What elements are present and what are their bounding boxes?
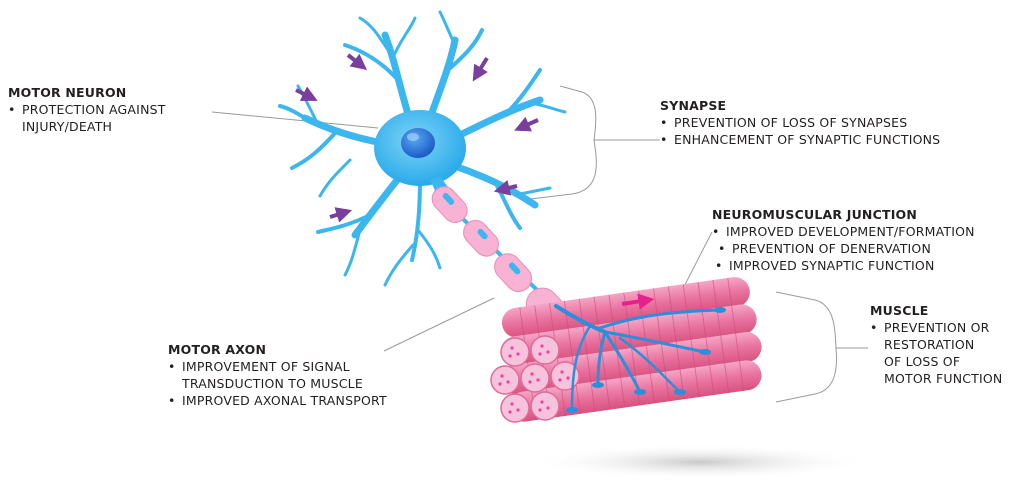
muscle-list: •PREVENTION OR RESTORATION OF LOSS OF MO… [870, 319, 1003, 387]
motor-axon-label: MOTOR AXON •IMPROVEMENT OF SIGNAL TRANSD… [168, 341, 387, 409]
list-item-continuation: TRANSDUCTION TO MUSCLE [182, 376, 363, 391]
motor-neuron-label: MOTOR NEURON •PROTECTION AGAINST INJURY/… [8, 84, 166, 135]
list-item: •PREVENTION OF LOSS OF SYNAPSES [660, 115, 908, 130]
muscle-shadow [530, 444, 870, 480]
leader-motor-axon [383, 297, 495, 352]
bracket-synapse [521, 85, 660, 201]
muscle-label: MUSCLE •PREVENTION OR RESTORATION OF LOS… [870, 302, 1003, 387]
signal-arrow-magenta [621, 293, 655, 310]
list-item: •PREVENTION OF DENERVATION [718, 241, 932, 256]
synapse-title: SYNAPSE [660, 98, 727, 113]
list-item: •IMPROVED SYNAPTIC FUNCTION [715, 258, 935, 273]
bracket-muscle [775, 291, 868, 403]
list-item: •IMPROVEMENT OF SIGNAL [168, 359, 350, 374]
neuron-nucleus [401, 128, 435, 158]
list-item: •ENHANCEMENT OF SYNAPTIC FUNCTIONS [660, 132, 941, 147]
list-item-continuation: MOTOR FUNCTION [884, 371, 1003, 386]
list-item: •PREVENTION OR [870, 320, 990, 335]
neuromuscular-junction-title: NEUROMUSCULAR JUNCTION [712, 207, 918, 222]
motor-axon-list: •IMPROVEMENT OF SIGNAL TRANSDUCTION TO M… [168, 358, 387, 409]
synapse-list: •PREVENTION OF LOSS OF SYNAPSES •ENHANCE… [660, 114, 940, 148]
list-item-continuation: OF LOSS OF [884, 354, 961, 369]
list-item: •IMPROVED AXONAL TRANSPORT [168, 393, 387, 408]
list-item-continuation: INJURY/DEATH [22, 119, 113, 134]
neuromuscular-junction-list: •IMPROVED DEVELOPMENT/FORMATION •PREVENT… [712, 223, 975, 274]
motor-neuron-list: •PROTECTION AGAINST INJURY/DEATH [8, 101, 166, 135]
neuromuscular-junction-label: NEUROMUSCULAR JUNCTION •IMPROVED DEVELOP… [712, 206, 975, 274]
list-item: •IMPROVED DEVELOPMENT/FORMATION [712, 224, 975, 239]
signal-arrows [295, 53, 539, 223]
nerve-terminals [554, 304, 722, 412]
list-item-continuation: RESTORATION [884, 337, 975, 352]
leader-motor-neuron [211, 111, 379, 129]
muscle-title: MUSCLE [870, 303, 929, 318]
motor-axon-title: MOTOR AXON [168, 342, 267, 357]
motor-neuron-title: MOTOR NEURON [8, 85, 127, 100]
synapse-label: SYNAPSE •PREVENTION OF LOSS OF SYNAPSES … [660, 97, 940, 148]
list-item: •PROTECTION AGAINST [8, 102, 166, 117]
